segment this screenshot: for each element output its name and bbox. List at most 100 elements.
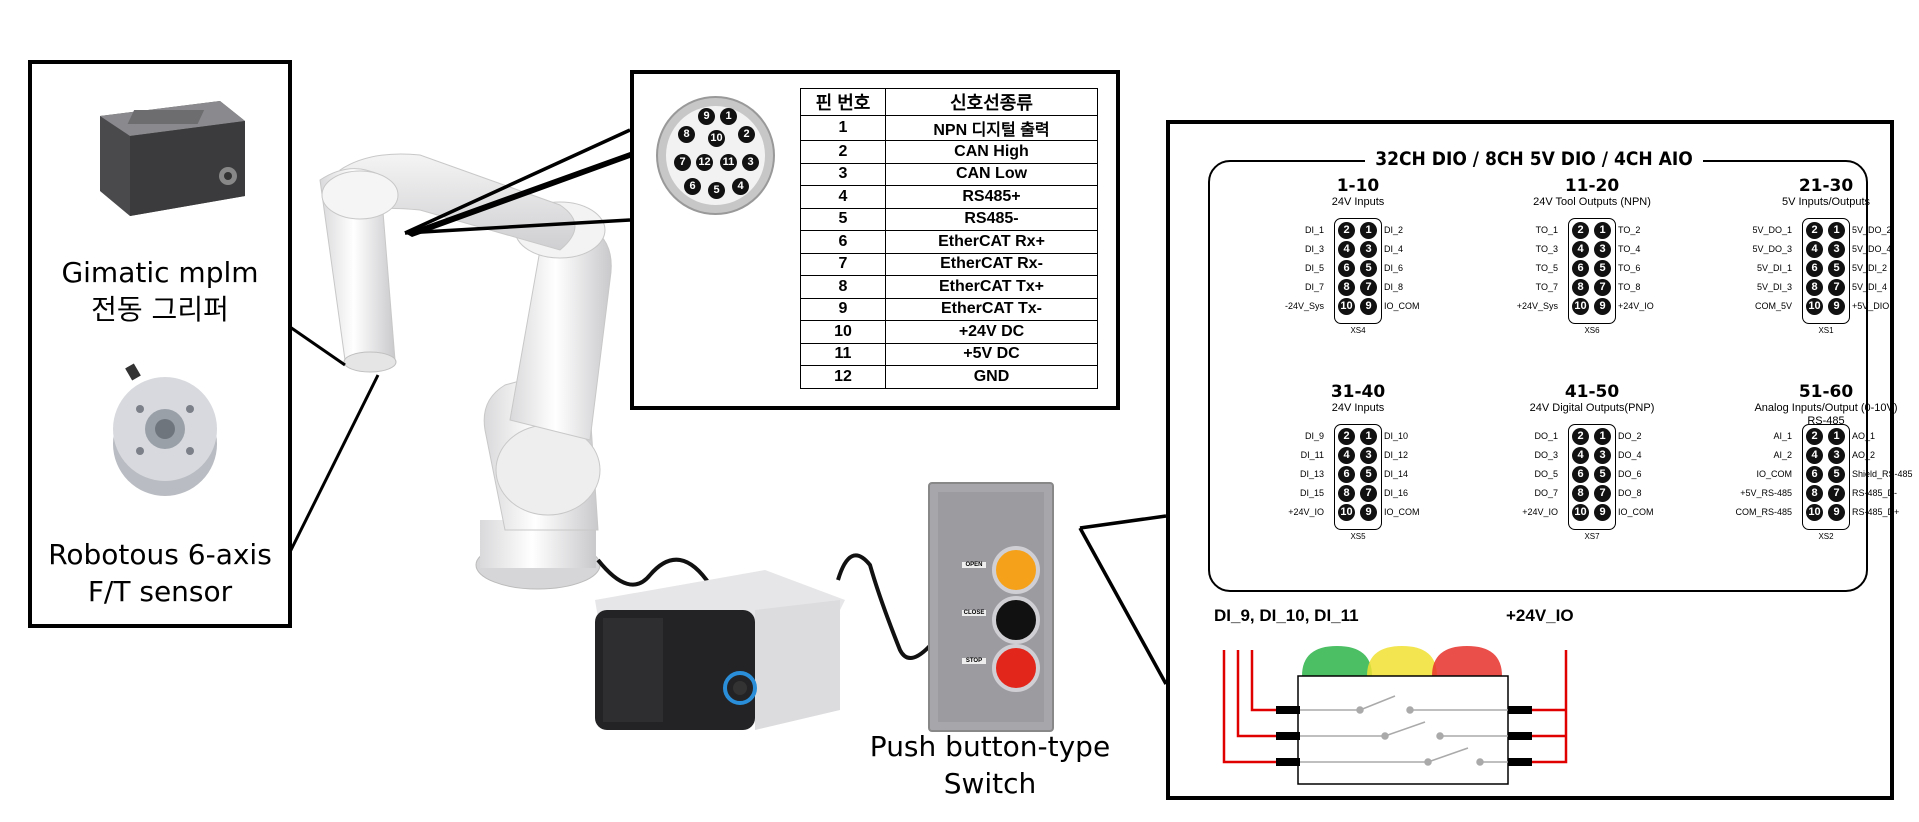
io-pin-label-left: TO_1 (1535, 225, 1558, 235)
io-connector-outline (1568, 218, 1616, 324)
io-pin-label-right: IO_COM (1384, 507, 1420, 517)
io-group-subtitle: Analog Inputs/Output (0-10V) (1754, 402, 1898, 414)
io-pin-label-right: DO_6 (1618, 469, 1642, 479)
left-signal-label: DI_9, DI_10, DI_11 (1214, 606, 1359, 625)
indicator-green (1302, 646, 1372, 676)
switch-caption: Push button-type Switch (860, 728, 1120, 802)
pin-number-cell: 6 (800, 230, 886, 254)
io-pin-label-right: 5V_DI_4 (1852, 282, 1888, 292)
io-pin: 10 (1338, 298, 1355, 315)
io-pin-label-left: DO_3 (1534, 450, 1558, 460)
signal-type-cell: CAN High (885, 140, 1098, 164)
pin-number-cell: 10 (800, 320, 886, 344)
gripper-caption-line2: 전동 그리퍼 (91, 293, 229, 326)
io-pin: 8 (1338, 279, 1355, 296)
io-group-range: 1-10 (1336, 176, 1380, 196)
io-pin-label-left: DI_9 (1304, 431, 1324, 441)
right-signal-label: +24V_IO (1506, 606, 1574, 625)
io-pin-label-right: +24V_IO (1618, 301, 1654, 311)
io-pin-label-right: TO_8 (1618, 282, 1641, 292)
io-pin: 10 (1572, 298, 1589, 315)
signal-type-cell: RS485- (885, 207, 1098, 231)
io-pin-label-left: +24V_IO (1288, 507, 1324, 517)
io-pin-label-left: -24V_Sys (1284, 301, 1324, 311)
io-pin: 8 (1806, 279, 1823, 296)
io-pin-label-right: TO_4 (1618, 244, 1641, 254)
io-pin-label-left: DI_1 (1304, 225, 1324, 235)
io-pin-label-left: TO_3 (1535, 244, 1558, 254)
io-group-subtitle: 5V Inputs/Outputs (1781, 196, 1871, 208)
io-pin-label-left: DI_11 (1300, 450, 1324, 460)
io-pin: 3 (1828, 447, 1845, 464)
push-button-box: OPEN CLOSE STOP (928, 482, 1054, 732)
black-button[interactable] (992, 596, 1040, 644)
red-button[interactable] (992, 644, 1040, 692)
io-pin: 5 (1360, 260, 1377, 277)
io-group-subtitle: 24V Tool Outputs (NPN) (1533, 196, 1651, 208)
io-pin: 6 (1806, 466, 1823, 483)
pin-number-cell: 9 (800, 297, 886, 321)
io-pin: 7 (1594, 279, 1611, 296)
sensor-caption: Robotous 6-axis F/T sensor (32, 536, 288, 610)
io-pin-label-left: 5V_DI_1 (1756, 263, 1792, 273)
io-panel-title: 32CH DIO / 8CH 5V DIO / 4CH AIO (1170, 148, 1898, 170)
io-connector-outline (1802, 218, 1850, 324)
io-group-range: 41-50 (1564, 382, 1620, 402)
io-pin-label-right: DI_4 (1384, 244, 1404, 254)
io-pin-label-left: COM_5V (1754, 301, 1792, 311)
io-pin: 3 (1594, 447, 1611, 464)
connector-pin: 6 (684, 178, 701, 195)
io-pin: 1 (1594, 428, 1611, 445)
io-pin: 4 (1572, 241, 1589, 258)
pin-number-cell: 7 (800, 252, 886, 276)
io-pin: 8 (1806, 485, 1823, 502)
io-pin: 1 (1594, 222, 1611, 239)
io-group-range: 11-20 (1564, 176, 1620, 196)
io-pin: 4 (1806, 447, 1823, 464)
io-pin: 2 (1338, 222, 1355, 239)
io-pin: 1 (1828, 222, 1845, 239)
io-pin-label-right: DI_14 (1384, 469, 1409, 479)
io-pin-label-right: RS-485_D+ (1852, 507, 1900, 517)
io-pin: 1 (1828, 428, 1845, 445)
io-group-range: 31-40 (1330, 382, 1386, 402)
button-label-close: CLOSE (962, 610, 986, 616)
io-connector-id: XS2 (1818, 532, 1834, 541)
io-connector-outline (1802, 424, 1850, 530)
button-label-open: OPEN (962, 562, 986, 568)
io-pin-label-right: 5V_DO_2 (1852, 225, 1892, 235)
io-pin: 2 (1572, 428, 1589, 445)
io-pin: 6 (1338, 260, 1355, 277)
connector-pin: 10 (708, 130, 725, 147)
io-pin-label-right: DO_4 (1618, 450, 1642, 460)
orange-button[interactable] (992, 546, 1040, 594)
io-pin-label-left: +5V_RS-485 (1740, 488, 1792, 498)
io-pin: 3 (1828, 241, 1845, 258)
connector-pin: 2 (738, 126, 755, 143)
signal-type-cell: EtherCAT Rx+ (885, 230, 1098, 254)
pin-table-row: 10+24V DC (800, 320, 1098, 344)
pin-table-header: 핀 번호 신호선종류 (800, 88, 1098, 116)
io-pin-label-left: TO_5 (1535, 263, 1558, 273)
io-connector-id: XS1 (1818, 326, 1834, 335)
io-pin-label-right: DI_10 (1384, 431, 1409, 441)
io-pin: 1 (1360, 428, 1377, 445)
pin-number-cell: 11 (800, 342, 886, 366)
io-pin-label-left: DO_5 (1534, 469, 1558, 479)
indicator-yellow (1367, 646, 1437, 676)
io-pin-label-left: AI_1 (1773, 431, 1792, 441)
pin-number-cell: 4 (800, 185, 886, 209)
io-pin: 4 (1338, 447, 1355, 464)
pin-number-cell: 12 (800, 365, 886, 389)
io-pin-label-right: 5V_DO_4 (1852, 244, 1892, 254)
